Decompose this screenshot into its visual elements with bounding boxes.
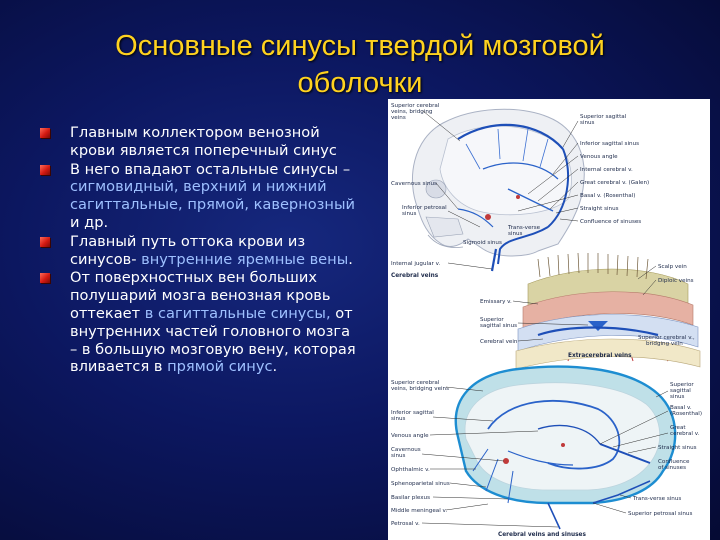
label-basilar-plexus: Basilar plexus [391, 495, 430, 501]
label-ophthalmic-v: Ophthalmic v. [391, 467, 430, 473]
label-superior-petrosal-sinus: Superior petrosal sinus [628, 511, 692, 517]
bullet-highlight-text: в сагиттальные синусы, [144, 304, 331, 322]
label-bridging-vein: Superior cerebral v., [638, 335, 695, 341]
label-bottom-confluence: Confluence [658, 459, 690, 465]
bullet-item: В него впадают остальные синусы – сигмов… [40, 161, 358, 232]
svg-text:veins, bridging veins: veins, bridging veins [391, 386, 449, 392]
bullet-item: Главным коллектором венозной крови являе… [40, 124, 358, 160]
label-petrosal-v: Petrosal v. [391, 521, 420, 527]
anatomy-illustration-svg: Superior cerebral veins, bridging veins … [391, 103, 702, 538]
label-middle-meningeal-v: Middle meningeal v. [391, 508, 447, 514]
bullet-text: Главным коллектором венозной крови являе… [70, 124, 337, 159]
bullet-square-icon [40, 236, 50, 247]
label-confluence-of-sinuses: Confluence of sinuses [580, 219, 641, 225]
svg-text:sinus: sinus [670, 394, 685, 400]
bullet-text: от внутренних частей головного мозга – в… [70, 304, 356, 376]
label-bottom-superior-sagittal-sinus: Superior [670, 382, 694, 388]
bullet-item: От поверхностных вен больших полушарий м… [40, 269, 358, 376]
label-bottom-straight-sinus: Straight sinus [658, 445, 697, 451]
bullet-text: и др. [70, 213, 109, 231]
bullet-highlight-text: прямой синус [167, 358, 273, 376]
caption-cerebral-veins: Cerebral veins [391, 273, 439, 279]
svg-text:veins, bridging: veins, bridging [391, 109, 433, 115]
svg-text:sinus: sinus [402, 211, 417, 217]
label-internal-jugular-v: Internal jugular v. [391, 261, 440, 267]
label-great-cerebral-v: Great cerebral v. (Galen) [580, 180, 649, 186]
label-cavernous-sinus: Cavernous sinus [391, 181, 437, 187]
top-panel-labels: Superior cerebral veins, bridging veins … [391, 103, 649, 279]
label-superior-cerebral-veins: Superior cerebral [391, 103, 440, 109]
label-scalp-vein: Scalp vein [658, 264, 687, 270]
label-venous-angle: Venous angle [580, 154, 618, 160]
label-straight-sinus: Straight sinus [580, 206, 619, 212]
skull-drawing [412, 108, 585, 272]
meninges-cross-section [515, 252, 701, 370]
slide-title: Основные синусы твердой мозговой оболочк… [20, 28, 700, 102]
svg-text:(Rosenthal): (Rosenthal) [670, 411, 702, 417]
caption-cerebral-veins-and-sinuses: Cerebral veins and sinuses [498, 532, 586, 538]
label-diploic-veins: Diploic veins [658, 278, 694, 284]
bullet-text: . [272, 358, 278, 376]
anatomy-illustration: Superior cerebral veins, bridging veins … [388, 99, 710, 540]
label-cerebral-vein: Cerebral vein [480, 339, 518, 345]
label-bottom-cavernous-sinus: Cavernous [391, 447, 421, 453]
label-bottom-great-cerebral-v: Great [670, 425, 686, 431]
bullet-highlight-text: внутренние яремные вены [141, 250, 349, 268]
label-superior-sagittal-sinus: Superior sagittal [580, 114, 627, 120]
svg-text:of sinuses: of sinuses [658, 465, 686, 471]
label-inferior-sagittal-sinus: Inferior sagittal sinus [580, 141, 639, 147]
svg-text:sinus: sinus [508, 231, 523, 237]
caption-extracerebral-veins: Extracerebral veins [568, 353, 632, 359]
bullet-text: . [348, 250, 353, 268]
title-line-2: оболочки [297, 67, 423, 99]
bullet-text: От поверхностных вен больших полушарий м… [70, 269, 331, 322]
label-transverse-sinus: Trans-verse [507, 225, 541, 231]
label-emissary-v: Emissary v. [480, 299, 512, 305]
svg-text:sinus: sinus [580, 120, 595, 126]
label-bottom-transverse-sinus: Trans-verse sinus [632, 496, 681, 502]
bullet-text: В него впадают остальные синусы – [70, 160, 351, 178]
brain-sagittal-drawing [454, 365, 677, 530]
label-inferior-petrosal-sinus: Inferior petrosal [402, 205, 447, 211]
svg-text:veins: veins [391, 115, 406, 121]
label-bottom-superior-cerebral-veins: Superior cerebral [391, 380, 440, 386]
label-internal-cerebral-v: Internal cerebral v. [580, 167, 633, 173]
svg-text:sagittal sinus: sagittal sinus [480, 323, 517, 329]
label-basal-v: Basal v. (Rosenthal) [580, 193, 635, 199]
title-line-1: Основные синусы твердой мозговой [115, 30, 605, 62]
bullet-square-icon [40, 128, 50, 138]
bullet-square-icon [40, 164, 50, 175]
label-sphenoparietal-sinus: Sphenoparietal sinus [391, 481, 450, 487]
svg-text:sagittal: sagittal [670, 388, 691, 394]
label-mid-superior-sagittal-sinus: Superior [480, 317, 504, 323]
bullet-square-icon [40, 273, 50, 284]
svg-text:cerebral v.: cerebral v. [670, 431, 700, 437]
svg-text:sinus: sinus [391, 416, 406, 422]
bullet-item: Главный путь оттока крови из синусов- вн… [40, 233, 358, 269]
label-bottom-basal-v: Basal v. [670, 405, 692, 411]
svg-text:sinus: sinus [391, 453, 406, 459]
label-bottom-venous-angle: Venous angle [391, 433, 429, 439]
label-sigmoid-sinus: Sigmoid sinus [463, 240, 502, 246]
bullet-list: Главным коллектором венозной крови являе… [40, 124, 358, 377]
bullet-text: Главный путь оттока крови из синусов- [70, 232, 306, 268]
middle-panel-labels: Scalp vein Diploic veins Emissary v. Sup… [480, 264, 695, 359]
bullet-highlight-text: сигмовидный, верхний и нижний сагиттальн… [70, 178, 355, 214]
label-bottom-inferior-sagittal-sinus: Inferior sagittal [391, 410, 434, 416]
svg-text:bridging vein: bridging vein [646, 341, 683, 347]
bottom-panel-labels: Superior cerebral veins, bridging veins … [391, 380, 702, 538]
